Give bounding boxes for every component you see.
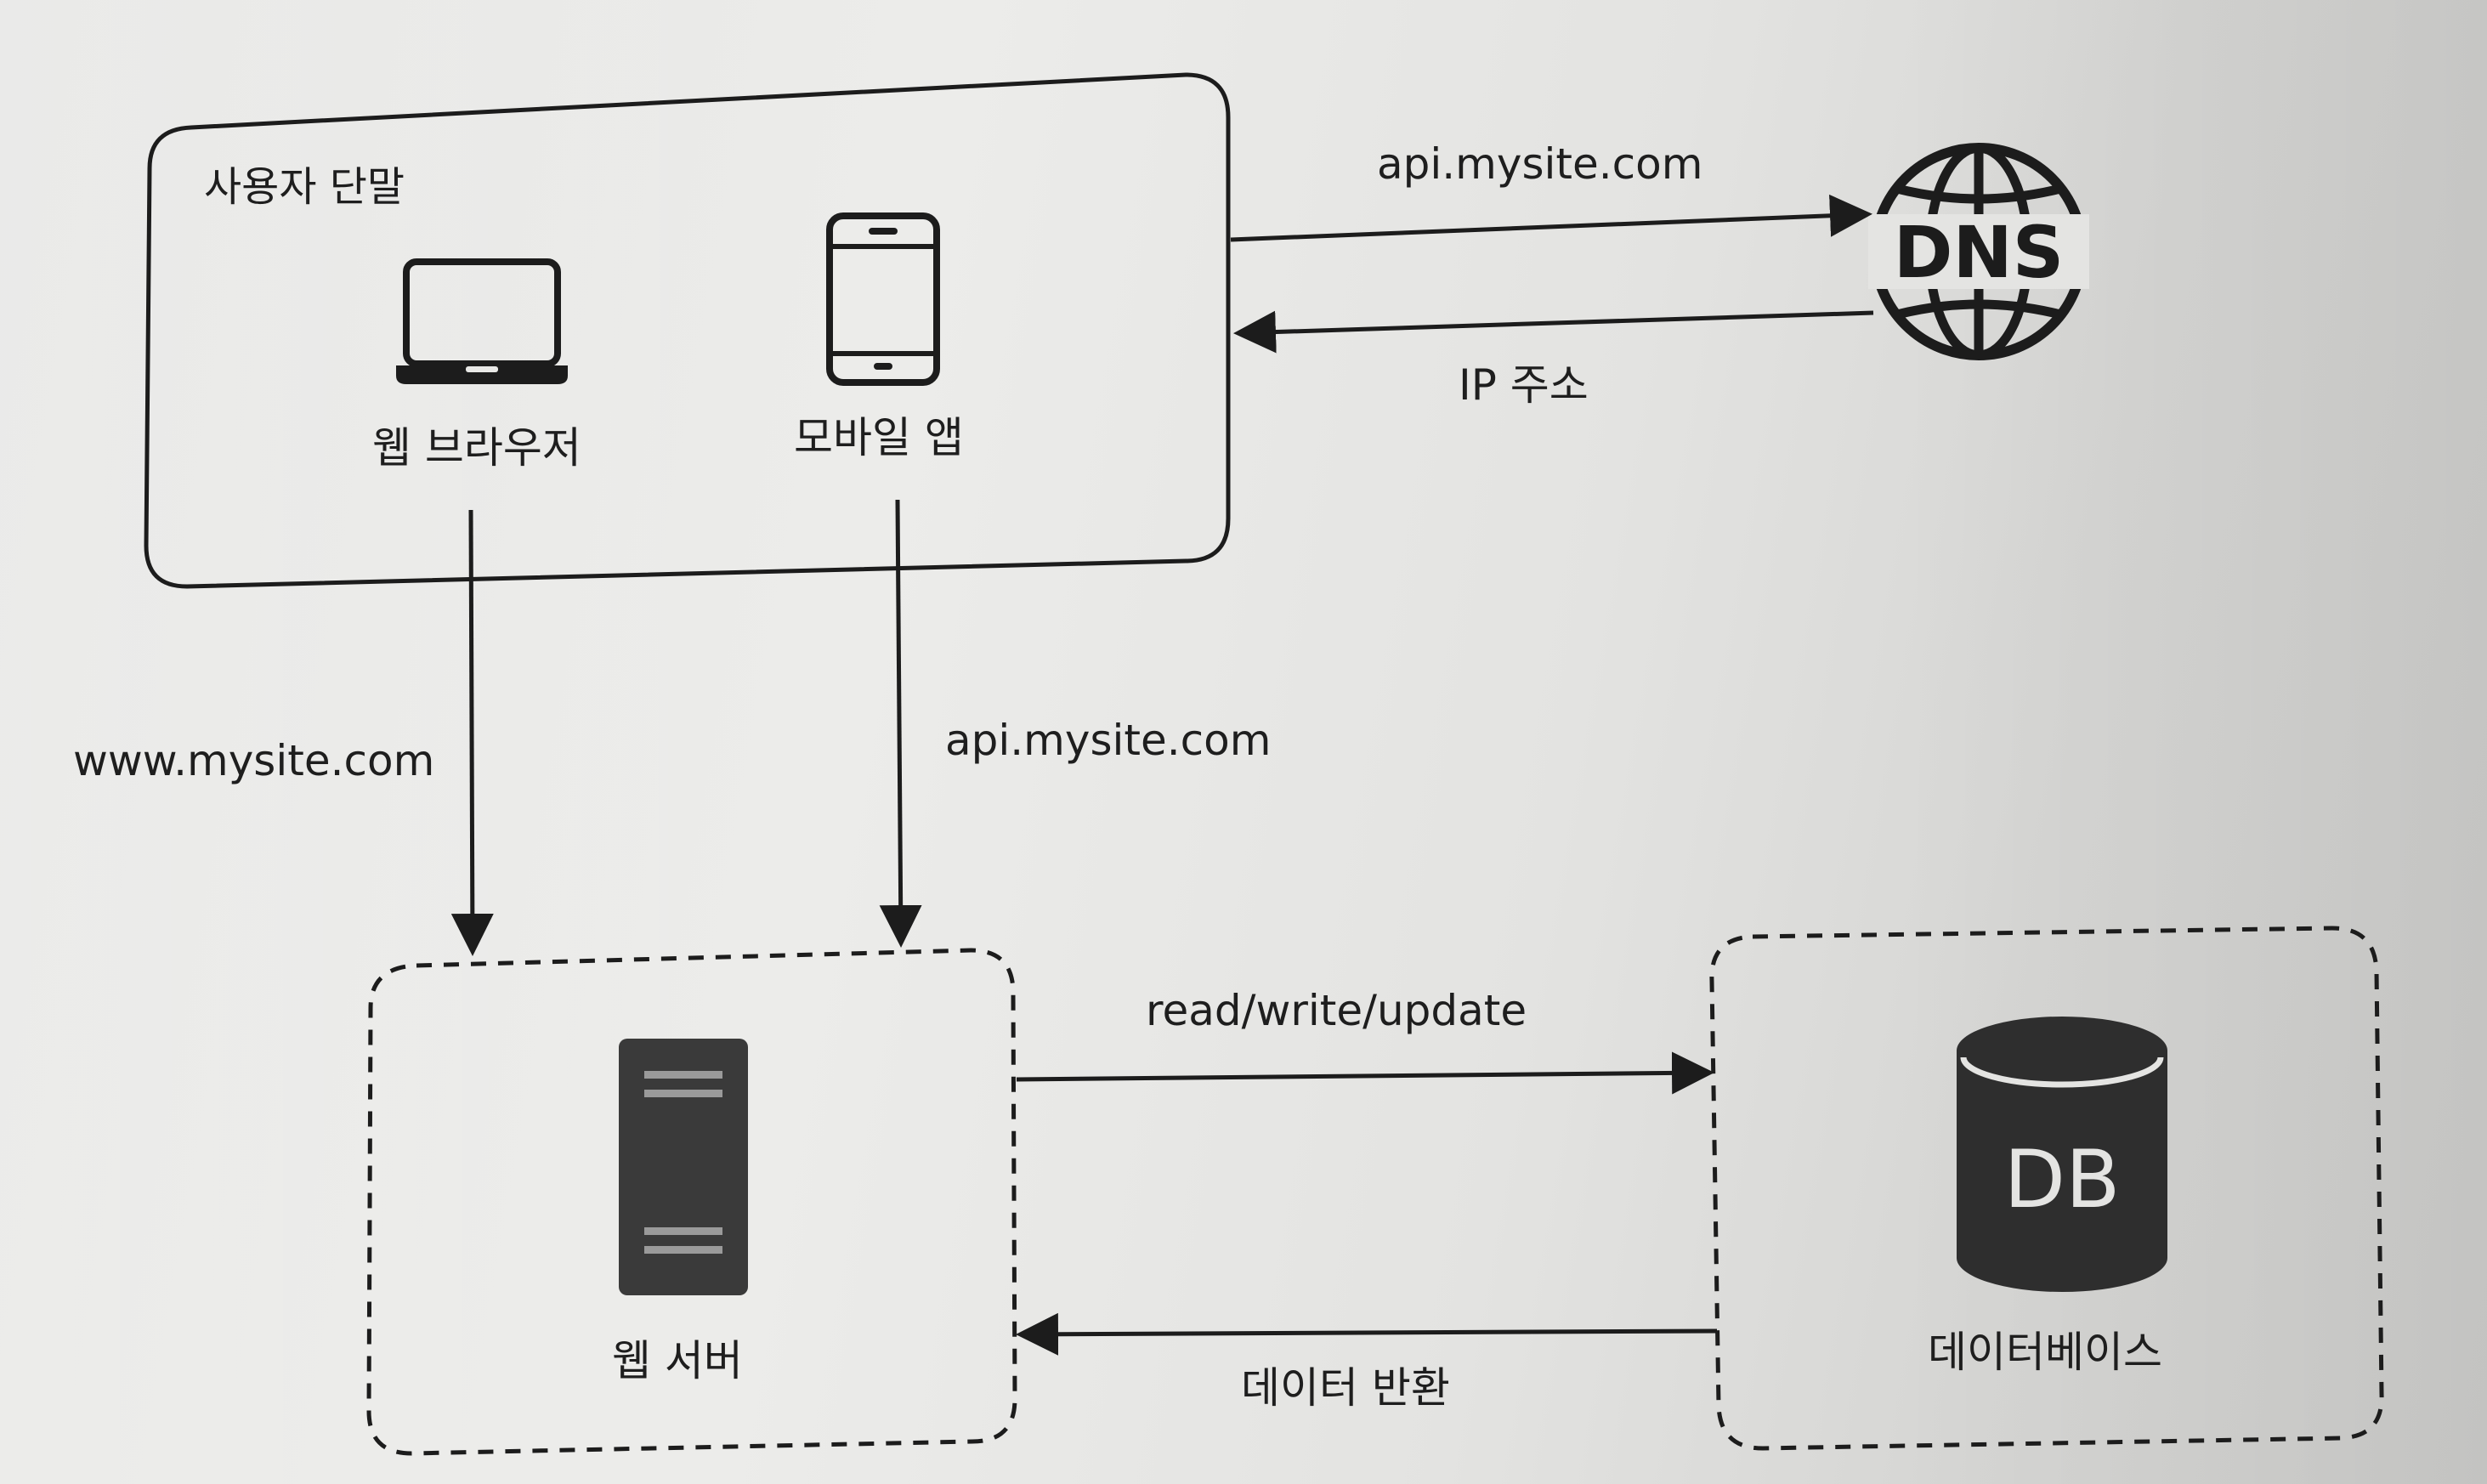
database-icon: DB [1957,1017,2167,1292]
web-server-box [366,948,1017,1456]
ip-address-label: IP 주소 [1459,360,1589,410]
dns-response-arrow [1233,310,1874,354]
api-domain-label: api.mysite.com [945,716,1272,765]
read-write-update-label: read/write/update [1146,986,1527,1035]
browser-to-server-arrow [450,509,494,956]
dns-request-label: api.mysite.com [1377,139,1703,189]
server-to-db-arrow [1016,1051,1714,1095]
www-domain-label: www.mysite.com [73,736,435,785]
dns-request-arrow [1230,194,1872,242]
dns-globe-icon: DNS [1868,143,2089,360]
db-to-server-arrow [1016,1312,1718,1356]
app-to-server-arrow [879,499,922,948]
smartphone-icon [826,212,940,386]
db-icon-text: DB [2004,1134,2121,1226]
user-devices-box [144,72,1231,589]
mobile-app-label: 모바일 앱 [794,413,964,462]
web-server-label: 웹 서버 [612,1336,743,1385]
database-box [1709,926,2384,1451]
data-return-label: 데이터 반환 [1241,1363,1450,1413]
server-icon [619,1039,748,1295]
database-label: 데이터베이스 [1928,1328,2162,1377]
web-browser-label: 웹 브라우저 [372,423,581,473]
laptop-icon [396,258,568,384]
dns-icon-text: DNS [1894,211,2065,294]
user-devices-title: 사용자 단말 [204,163,405,211]
